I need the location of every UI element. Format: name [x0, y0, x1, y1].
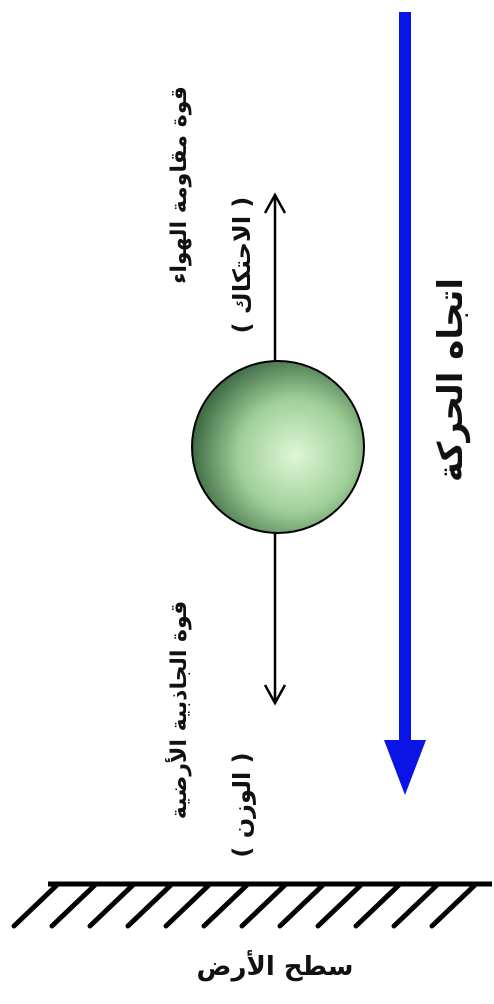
ground-hatch-line	[201, 881, 251, 929]
ground-hatch-line	[429, 881, 479, 929]
ground-hatch-line	[49, 881, 99, 929]
ground-hatch-line	[125, 881, 175, 929]
falling-ball	[191, 360, 365, 534]
ground-surface	[11, 881, 492, 929]
ground-hatch-line	[277, 881, 327, 929]
ground-hatch-line	[315, 881, 365, 929]
ground-hatch-line	[163, 881, 213, 929]
ground-hatch-line	[239, 881, 289, 929]
gravity-label-line2: ( الوزن )	[228, 752, 256, 857]
gravity-label-line1: قوة الجاذبية الأرضية	[164, 601, 192, 819]
ground-hatch-line	[353, 881, 403, 929]
motion-direction-arrow	[384, 12, 426, 795]
air-resistance-label-line1: قوة مقاومة الهواء	[167, 86, 192, 284]
ground-hatching	[11, 881, 479, 929]
gravity-arrowhead-icon	[263, 684, 287, 706]
ground-hatch-line	[391, 881, 441, 929]
air-resistance-arrowhead-icon	[263, 192, 287, 214]
motion-arrowhead-icon	[384, 740, 426, 795]
ground-label: سطح الأرض	[197, 950, 354, 982]
air-resistance-label-line2: ( الاحتكاك )	[228, 197, 256, 334]
ground-hatch-line	[11, 881, 61, 929]
ground-hatch-line	[87, 881, 137, 929]
motion-direction-label: اتجاه الحركة	[431, 278, 471, 482]
